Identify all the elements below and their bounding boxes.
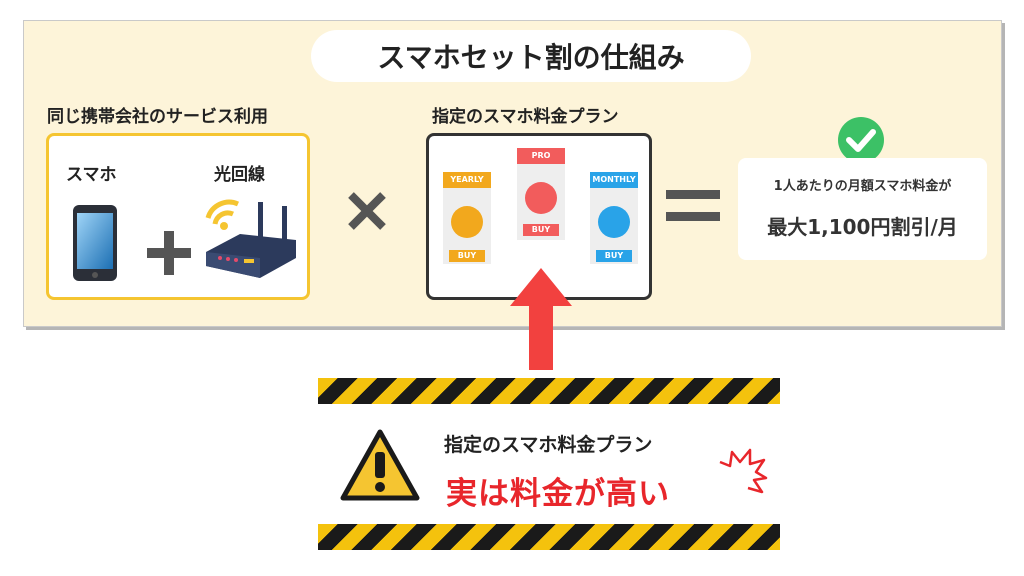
plan-circle	[525, 182, 557, 214]
emphasis-burst-icon	[719, 448, 768, 494]
buy-button[interactable]: BUY	[523, 224, 559, 236]
warning-headline: 実は料金が高い	[446, 476, 670, 512]
warning-banner	[318, 378, 780, 550]
arrow-up-icon	[510, 268, 572, 370]
router-icon	[205, 199, 296, 278]
check-circle-icon	[838, 117, 884, 163]
plan-name: PRO	[517, 148, 565, 164]
buy-button[interactable]: BUY	[449, 250, 485, 262]
result-caption: 1人あたりの月額スマホ料金が	[773, 179, 952, 194]
plan-name: YEARLY	[443, 172, 491, 188]
result-box	[738, 158, 987, 260]
smartphone-icon	[73, 205, 117, 281]
smartphone-label: スマホ	[66, 165, 117, 185]
equals-icon	[666, 190, 720, 221]
plus-icon	[147, 231, 191, 275]
warning-subtitle: 指定のスマホ料金プラン	[444, 434, 653, 456]
left-section-heading: 同じ携帯会社のサービス利用	[47, 107, 268, 127]
plan-circle	[598, 206, 630, 238]
title-pill: スマホセット割の仕組み	[311, 30, 751, 82]
plan-card-yearly: YEARLY BUY	[443, 172, 491, 264]
plan-card-monthly: MONTHLY BUY	[590, 172, 638, 264]
page-title: スマホセット割の仕組み	[377, 41, 685, 74]
plan-circle	[451, 206, 483, 238]
fiber-label: 光回線	[214, 165, 265, 185]
plan-card-pro: PRO BUY	[517, 148, 565, 240]
plan-section-heading: 指定のスマホ料金プラン	[432, 107, 619, 127]
buy-button[interactable]: BUY	[596, 250, 632, 262]
hazard-stripe-top	[318, 378, 780, 404]
times-icon	[348, 192, 386, 230]
hazard-stripe-bottom	[318, 524, 780, 550]
plan-name: MONTHLY	[590, 172, 638, 188]
warning-triangle-icon	[340, 429, 420, 501]
discount-amount: 最大1,100円割引/月	[767, 215, 958, 239]
